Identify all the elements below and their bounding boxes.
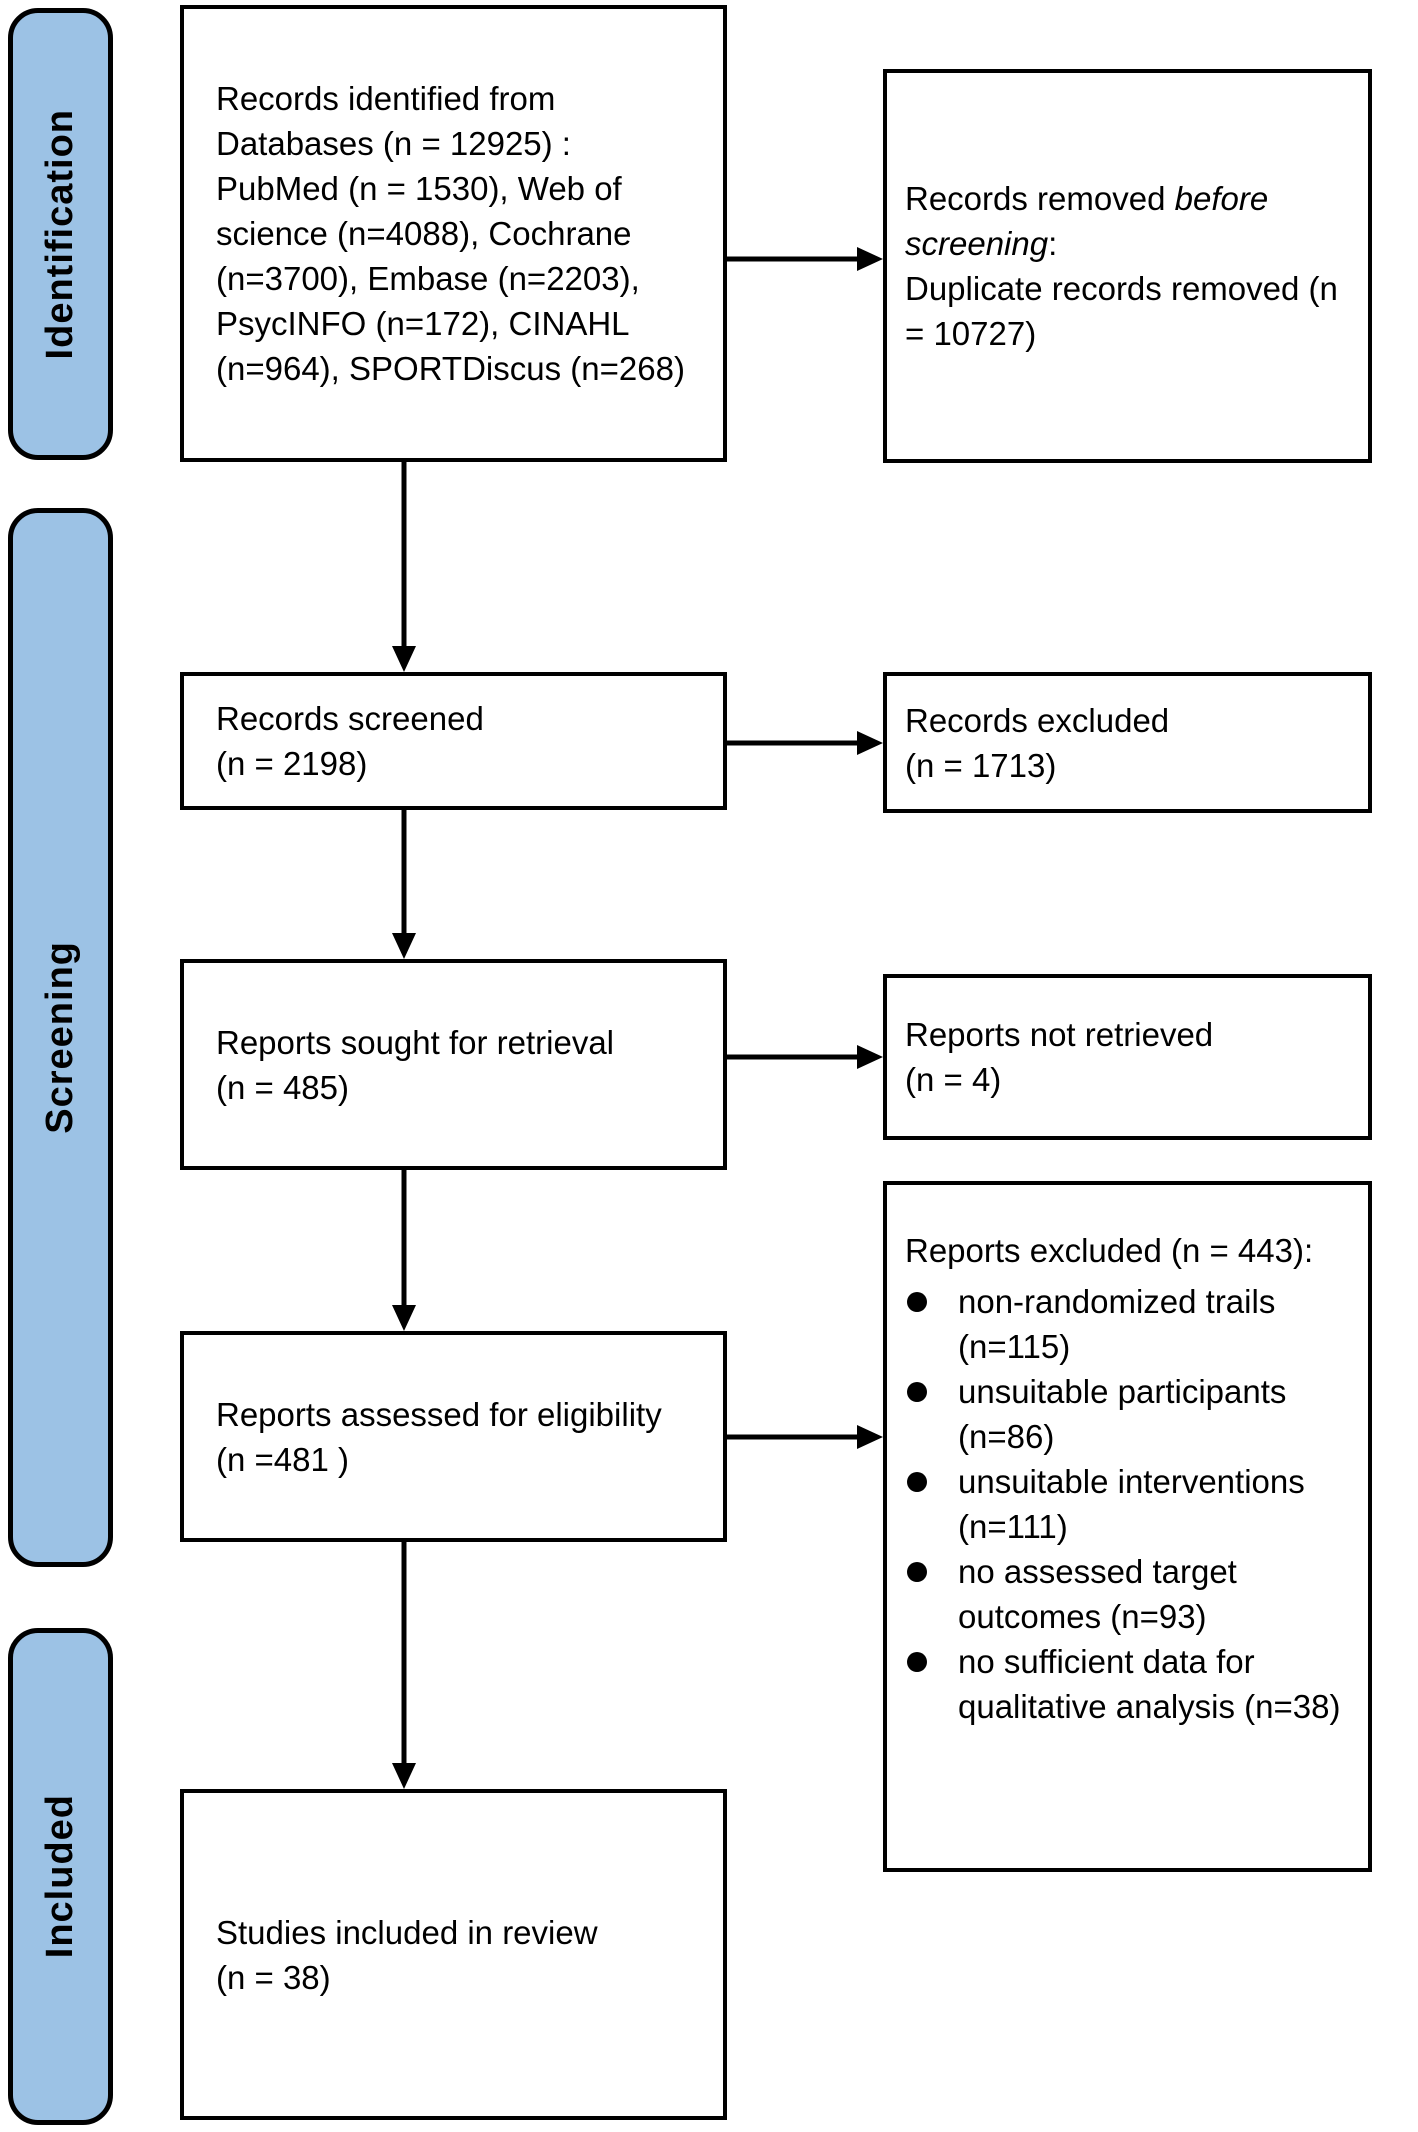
box-records-removed-line1: Records removed before screening:	[905, 176, 1352, 266]
stage-bar-screening: Screening	[8, 508, 113, 1567]
list-item: no assessed target outcomes (n=93)	[905, 1549, 1352, 1639]
box-reports-excluded-header: Reports excluded (n = 443):	[905, 1232, 1314, 1269]
stage-label-identification: Identification	[39, 108, 81, 360]
box-records-excluded-label: Records excluded	[905, 701, 1170, 739]
box-records-excluded-count: (n = 1713)	[905, 746, 1057, 784]
box-reports-not-retrieved: Reports not retrieved (n = 4)	[883, 974, 1372, 1140]
arrow-identified-to-removed	[727, 247, 883, 271]
box-records-screened-count: (n = 2198)	[216, 745, 368, 782]
bullet-icon	[907, 1472, 927, 1492]
bullet-icon	[907, 1652, 927, 1672]
exclusion-reason: unsuitable participants (n=86)	[958, 1373, 1287, 1455]
arrow-identified-to-screened	[392, 462, 416, 672]
box-records-removed-line2: Duplicate records removed (n = 10727)	[905, 270, 1338, 352]
box-studies-included: Studies included in review (n = 38)	[180, 1789, 727, 2120]
arrow-sought-to-assessed	[392, 1170, 416, 1331]
box-reports-sought-label: Reports sought for retrieval	[216, 1023, 615, 1061]
stage-bar-included: Included	[8, 1628, 113, 2125]
box-reports-assessed: Reports assessed for eligibility (n =481…	[180, 1331, 727, 1542]
stage-label-included: Included	[39, 1794, 81, 1959]
list-item: unsuitable interventions (n=111)	[905, 1459, 1352, 1549]
box-records-removed: Records removed before screening: Duplic…	[883, 69, 1372, 463]
box-reports-not-retrieved-count: (n = 4)	[905, 1061, 1002, 1098]
box-records-removed-italic: before screening	[905, 180, 1269, 262]
reports-excluded-reason-list: non-randomized trails (n=115) unsuitable…	[905, 1279, 1352, 1729]
list-item: unsuitable participants (n=86)	[905, 1369, 1352, 1459]
box-studies-included-count: (n = 38)	[216, 1958, 331, 1996]
box-records-identified-text: Records identified from Databases (n = 1…	[216, 80, 685, 387]
exclusion-reason: unsuitable interventions (n=111)	[958, 1463, 1305, 1545]
box-records-removed-prefix: Records removed	[905, 180, 1175, 217]
arrow-screened-to-excluded	[727, 731, 883, 755]
arrow-assessed-to-reports-excluded	[727, 1425, 883, 1449]
box-records-identified: Records identified from Databases (n = 1…	[180, 5, 727, 462]
exclusion-reason: non-randomized trails (n=115)	[958, 1283, 1276, 1365]
bullet-icon	[907, 1292, 927, 1312]
box-studies-included-label: Studies included in review	[216, 1913, 598, 1951]
box-records-screened-label: Records screened	[216, 700, 484, 737]
box-records-excluded: Records excluded (n = 1713)	[883, 672, 1372, 813]
stage-bar-identification: Identification	[8, 8, 113, 460]
stage-label-screening: Screening	[39, 941, 81, 1134]
box-reports-assessed-count: (n =481 )	[216, 1440, 349, 1478]
box-reports-assessed-label: Reports assessed for eligibility	[216, 1395, 662, 1433]
bullet-icon	[907, 1562, 927, 1582]
box-reports-sought: Reports sought for retrieval (n = 485)	[180, 959, 727, 1170]
arrow-assessed-to-studies-included	[392, 1542, 416, 1789]
arrow-screened-to-sought	[392, 810, 416, 959]
box-reports-excluded: Reports excluded (n = 443): non-randomiz…	[883, 1181, 1372, 1872]
exclusion-reason: no sufficient data for qualitative analy…	[958, 1643, 1341, 1725]
box-records-removed-suffix: :	[1048, 225, 1058, 262]
list-item: no sufficient data for qualitative analy…	[905, 1639, 1352, 1729]
bullet-icon	[907, 1382, 927, 1402]
exclusion-reason: no assessed target outcomes (n=93)	[958, 1553, 1237, 1635]
box-reports-sought-count: (n = 485)	[216, 1068, 349, 1106]
list-item: non-randomized trails (n=115)	[905, 1279, 1352, 1369]
box-records-screened: Records screened (n = 2198)	[180, 672, 727, 810]
arrow-sought-to-not-retrieved	[727, 1045, 883, 1069]
box-reports-not-retrieved-label: Reports not retrieved	[905, 1016, 1214, 1053]
